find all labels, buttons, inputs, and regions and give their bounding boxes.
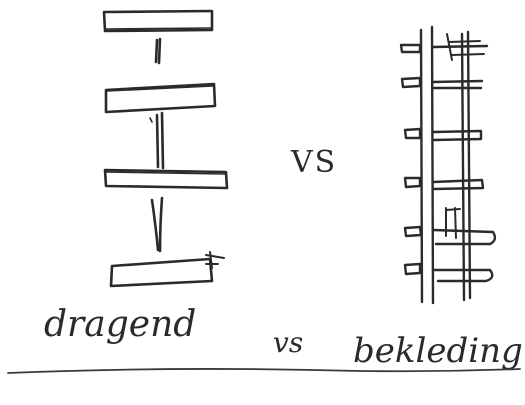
caption-vs: vs (273, 326, 303, 359)
column-2 (157, 113, 163, 168)
caption-dragend: dragend (44, 304, 196, 345)
bracket-5 (405, 227, 495, 244)
bracket-6 (405, 264, 492, 281)
column-3 (152, 198, 162, 251)
captions: dragend vs bekleding (44, 304, 523, 371)
center-vs-label: VS (290, 145, 337, 180)
bracket-2 (402, 78, 482, 88)
center-vs-text: VS (290, 145, 337, 180)
caption-bekleding: bekleding (353, 331, 523, 371)
load-bearing-structure-drawing (104, 11, 227, 286)
cladding-drawing (401, 27, 495, 303)
slab-bottom (111, 259, 212, 286)
bracket-1 (401, 45, 487, 52)
post-right (462, 32, 470, 300)
post-left (421, 27, 433, 303)
column-1 (156, 39, 160, 63)
bracket-4 (405, 178, 483, 189)
